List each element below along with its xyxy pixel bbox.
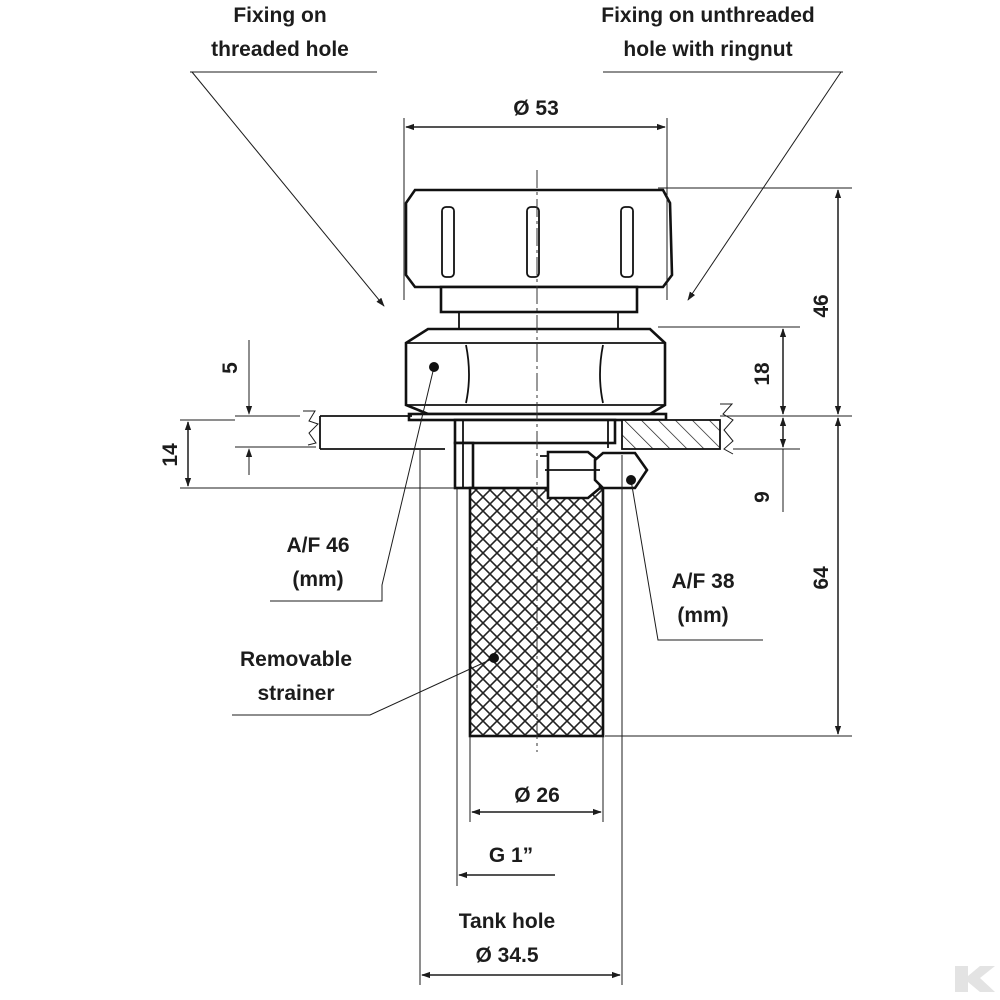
- filler-part: [303, 170, 734, 752]
- label-strainer-1: Removable: [240, 648, 352, 671]
- leaders: [190, 71, 843, 716]
- label-tank-hole-1: Tank hole: [459, 910, 555, 933]
- strainer-leader-dot: [489, 653, 499, 663]
- body-upper: [453, 418, 617, 445]
- dim-64: 64: [810, 566, 833, 590]
- af46-leader-dot: [429, 362, 439, 372]
- cap-grip-slot-right: [620, 206, 634, 278]
- label-fixing-unthreaded-2: hole with ringnut: [623, 38, 792, 61]
- label-fixing-unthreaded-1: Fixing on unthreaded: [601, 4, 815, 27]
- dimensions: Ø 53 46 18 9 64 5 14: [159, 97, 852, 985]
- dim-14: 14: [159, 443, 182, 467]
- cap-grip-slot-left: [441, 206, 455, 278]
- dim-height-nut: 18: [751, 362, 774, 386]
- label-fixing-threaded-1: Fixing on: [233, 4, 326, 27]
- label-tank-hole-2: Ø 34.5: [475, 944, 538, 967]
- dim-9: 9: [751, 491, 774, 503]
- dim-thread: G 1”: [489, 844, 533, 867]
- af38-leader-dot: [626, 475, 636, 485]
- dim-diameter-top: Ø 53: [513, 97, 559, 120]
- cap-grip-slot-center: [526, 206, 540, 278]
- label-fixing-threaded-2: threaded hole: [211, 38, 349, 61]
- label-af38-2: (mm): [677, 604, 728, 627]
- tank-wall-section: [621, 419, 721, 450]
- dim-strainer-diameter: Ø 26: [514, 784, 560, 807]
- ringnut-af38: [593, 451, 649, 490]
- brand-logo: [955, 966, 995, 992]
- dim-5: 5: [219, 362, 242, 374]
- cap-neck: [439, 285, 639, 314]
- dim-height-total: 46: [810, 294, 833, 317]
- labels: Fixing on threaded hole Fixing on unthre…: [211, 4, 815, 967]
- label-af46-2: (mm): [292, 568, 343, 591]
- hex-nut-af46: [404, 327, 667, 416]
- label-af46-1: A/F 46: [286, 534, 349, 557]
- ringnut-body: [546, 450, 602, 500]
- label-af38-1: A/F 38: [671, 570, 734, 593]
- body-left-wall: [453, 441, 475, 490]
- label-strainer-2: strainer: [257, 682, 334, 705]
